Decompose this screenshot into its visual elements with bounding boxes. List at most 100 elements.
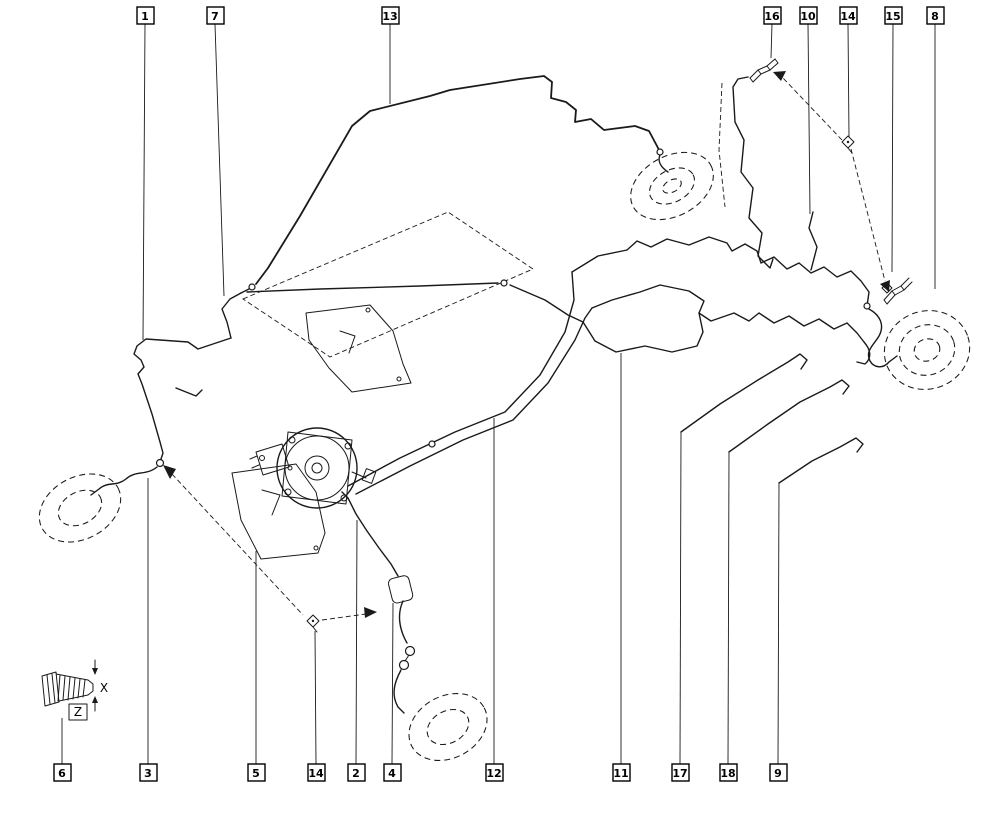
bracket-hole (396, 376, 402, 382)
callout-box[interactable] (671, 763, 690, 782)
callout-box[interactable] (247, 763, 266, 782)
bracket-edge (752, 62, 779, 83)
callout-box[interactable] (799, 6, 818, 25)
guide-line-clip-to-bracket8 (850, 148, 886, 282)
wheel-rear-left (630, 151, 714, 221)
bolt-thread (67, 676, 71, 701)
callout-bottom-9[interactable]: 9 (769, 482, 788, 782)
callout-box[interactable] (884, 6, 903, 25)
hook-rear-lower (856, 341, 871, 365)
callout-box[interactable] (136, 6, 155, 25)
callout-box[interactable] (926, 6, 945, 25)
callout-bottom-14[interactable]: 14 (307, 630, 326, 782)
callout-label: 3 (144, 767, 152, 780)
callout-box[interactable] (612, 763, 631, 782)
callout-top-16[interactable]: 16 (763, 6, 782, 59)
pipe-rear-upper (571, 236, 870, 307)
hose-front-mid (398, 600, 408, 644)
callout-box[interactable] (139, 763, 158, 782)
bracket-rung (774, 58, 779, 64)
callout-top-13[interactable]: 13 (381, 6, 400, 104)
pipe-front-left-run (133, 337, 232, 460)
pipe-diagonal-2 (355, 307, 593, 495)
wheel-ring-outer (38, 473, 122, 543)
hose-front-low (393, 669, 405, 714)
callout-box[interactable] (485, 763, 504, 782)
arrow-to-bracket8 (880, 280, 890, 292)
callout-box[interactable] (53, 763, 72, 782)
leader-line (314, 630, 317, 765)
callout-top-7[interactable]: 7 (206, 6, 225, 297)
pipe-branch-10 (808, 211, 818, 271)
booster-stud (344, 442, 352, 450)
callout-box[interactable] (719, 763, 738, 782)
callout-label: 7 (211, 10, 219, 23)
callout-bottom-5[interactable]: 5 (247, 551, 266, 782)
leader-line (355, 519, 358, 765)
callout-bottom-11[interactable]: 11 (612, 353, 631, 782)
pipe-item-9 (778, 437, 864, 484)
pipe-floor-continue (509, 284, 584, 323)
callout-label: 13 (382, 10, 397, 23)
pipe-rear-lower (591, 284, 865, 343)
bracket-outline (231, 463, 326, 560)
callout-label: 14 (308, 767, 324, 780)
callout-box[interactable] (769, 763, 788, 782)
callout-bottom-2[interactable]: 2 (347, 519, 366, 782)
clip-tail (312, 626, 318, 633)
callout-box[interactable] (839, 6, 858, 25)
bolt-shank-top (55, 673, 89, 681)
callout-label: 6 (58, 767, 66, 780)
callout-bottom-3[interactable]: 3 (139, 478, 158, 782)
bolt-thread (72, 677, 76, 700)
wheel-ring-inner (913, 338, 941, 362)
clip-tail (847, 147, 853, 154)
wheel-ring-mid (57, 489, 103, 527)
guide-line-hose-to-clip (171, 473, 304, 616)
booster-stud (284, 488, 292, 496)
pipe-front-upper (341, 491, 399, 577)
callout-top-1[interactable]: 1 (136, 6, 155, 341)
bracket-rung (900, 285, 905, 291)
callout-top-8[interactable]: 8 (926, 6, 945, 289)
leader-line (679, 431, 682, 765)
wheel-rear-right (883, 310, 971, 390)
booster-shell-outer (276, 427, 358, 509)
wheel-ring-outer (408, 693, 488, 761)
callout-bottom-17[interactable]: 17 (671, 431, 690, 782)
bolt-thread (82, 679, 86, 698)
brake-booster-assembly (249, 427, 377, 509)
bolt-thread (62, 675, 66, 701)
clip-pin (311, 619, 315, 623)
callout-box[interactable] (383, 763, 402, 782)
callout-box[interactable] (381, 6, 400, 25)
callout-box[interactable] (763, 6, 782, 25)
brake-pipes (90, 75, 898, 496)
callout-top-10[interactable]: 10 (799, 6, 818, 215)
callout-top-15[interactable]: 15 (884, 6, 903, 273)
panel-edge-dashed (718, 82, 726, 208)
bracket-notch (261, 489, 281, 516)
dashed-guides (163, 71, 890, 621)
leader-line (807, 23, 811, 215)
dim-z-label: Z (74, 705, 82, 719)
bracket-hole (287, 465, 293, 471)
callout-bottom-18[interactable]: 18 (719, 451, 738, 782)
callout-bottom-6[interactable]: 6 (53, 718, 72, 782)
callout-box[interactable] (206, 6, 225, 25)
callout-label: 5 (252, 767, 260, 780)
callout-top-14[interactable]: 14 (839, 6, 858, 138)
callout-box[interactable] (347, 763, 366, 782)
leader-line (142, 23, 146, 341)
callout-label: 15 (885, 10, 900, 23)
pipe-diagonal-1 (347, 271, 575, 487)
pipe-item-18 (728, 379, 850, 453)
callout-box[interactable] (307, 763, 326, 782)
callout-bottom-4[interactable]: 4 (383, 602, 402, 782)
bracket-rung (757, 69, 762, 75)
pipe-union-floor (500, 279, 508, 287)
callout-bottom-12[interactable]: 12 (485, 418, 504, 782)
dim-z-box (68, 703, 88, 721)
bracket-rung (883, 299, 888, 305)
